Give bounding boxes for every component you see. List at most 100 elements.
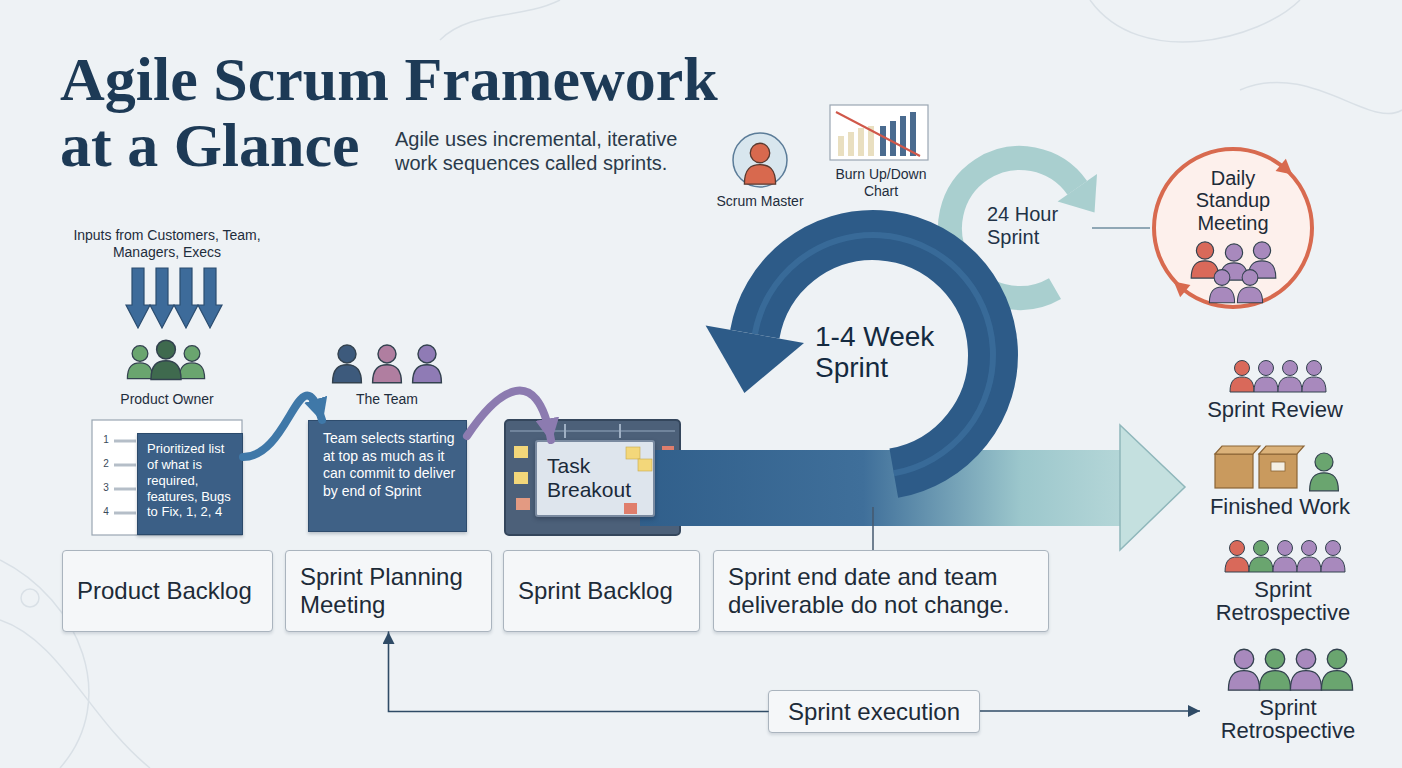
band [640,450,1122,526]
role-label: The Team [327,391,447,408]
person-icon [179,346,204,379]
arc-highlight [755,235,993,473]
scrum-master-icon [733,133,787,187]
row-number: 1 [100,434,112,446]
sprint-cycle-arc [706,235,993,473]
person-icon [1225,541,1249,573]
role-label: Scrum Master [700,193,820,210]
box-icon [1259,454,1297,488]
paper-row [114,440,136,443]
person-icon [1230,361,1254,393]
ring-arrowhead [1174,281,1191,297]
process-box: Product Backlog [62,550,273,632]
burn-chart-icon [830,105,928,160]
role-label: Product Owner [97,391,237,408]
arc-head [706,326,804,394]
sticky-note [662,446,674,458]
artifact-label: Finished Work [1195,494,1365,519]
box-flap [1215,446,1260,454]
person-icon [1290,649,1321,690]
swirl-line [0,620,150,768]
meeting-circle: Daily Standup Meeting [1148,143,1318,313]
paper-row [114,488,136,491]
down-arrow [150,268,174,328]
chart-bar [890,121,896,156]
person-icon [1228,649,1259,690]
backlog-paper [92,420,242,535]
sticky-note [516,498,530,510]
cycle-label: 24 Hour Sprint [987,203,1082,249]
row-number: 4 [100,506,112,518]
team-icon [333,345,442,383]
board-grid [510,430,675,432]
sticky-note [514,472,528,484]
row-number: 3 [100,482,112,494]
person-icon [1278,361,1302,393]
board-grid [619,424,621,438]
down-arrow [198,268,222,328]
leader-line [872,507,874,550]
node-text: Sprint Planning Meeting [300,563,477,618]
swirl-dot [21,589,39,607]
person-icon [1297,541,1321,573]
input-arrows [126,268,222,328]
chart-frame [830,105,928,160]
flow-connector [467,391,551,440]
down-arrow [174,268,198,328]
link-line [1092,227,1150,229]
product-owner-icon [127,340,204,379]
person-icon [413,345,442,383]
chart-bar [858,128,864,156]
event-label: Sprint Retrospective [1203,578,1363,624]
node-text: Task Breakout [547,454,643,501]
swirl-line [1240,82,1402,113]
person-icon [1321,541,1345,573]
swirl-line [440,0,560,40]
person-icon [1302,361,1326,393]
box-icon [1215,454,1253,488]
person-icon [1273,541,1297,573]
chart-bar [838,136,844,156]
node-text: Sprint end date and team deliverable do … [728,563,1034,618]
sticky-note [662,478,674,490]
review-icon [1230,361,1326,393]
process-box: Sprint Backlog [503,550,700,632]
sticky-note [514,446,528,458]
process-box: Sprint execution [768,690,980,733]
node-text: Team selects starting at top as much as … [323,430,456,501]
person-icon [127,346,152,379]
chart-bar [910,112,916,156]
person-icon [373,345,402,383]
task-board [505,420,680,535]
finished-work-icon [1215,446,1338,491]
box-flap [1259,446,1304,454]
chart-bar [880,126,886,156]
board-grid [564,424,566,438]
person-icon [1321,649,1352,690]
sprint-band-arrow [640,425,1185,550]
ring-arrowhead [1276,159,1293,175]
chart-bar [868,126,874,156]
board [505,420,680,535]
person-icon [1249,541,1273,573]
flow-connector [389,632,769,712]
daily-sprint-arc [950,158,1150,298]
artifact-label: Burn Up/Down Chart [822,166,940,200]
box-tag [1271,462,1285,471]
node-text: Prioritized list of what is required, fe… [147,441,236,520]
person-icon [1310,453,1339,491]
arc [755,235,993,473]
paper-row [114,512,136,515]
paper-row [114,464,136,467]
sticky-note [662,506,674,518]
retro-icon [1225,541,1345,573]
burn-line [836,112,920,156]
person-icon [333,345,362,383]
person-icon [1254,361,1278,393]
note-box: Sprint end date and team deliverable do … [713,550,1049,632]
band-head [1120,425,1185,550]
node-text: Daily Standup Meeting [1176,167,1290,234]
retro-icon [1228,649,1352,690]
node-text: Sprint Backlog [518,577,673,605]
